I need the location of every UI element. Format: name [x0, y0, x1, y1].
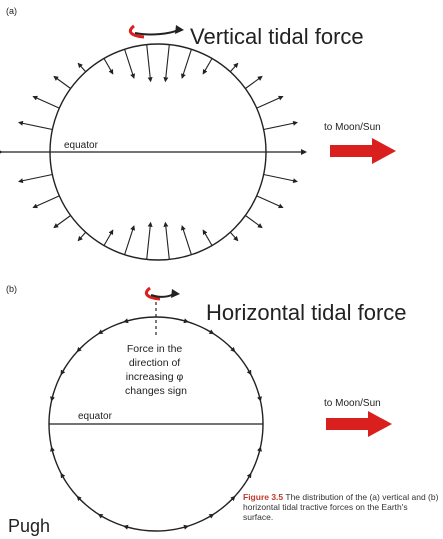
vertical-force-arrow — [103, 229, 114, 246]
horizontal-force-arrow — [205, 328, 215, 335]
vertical-force-arrow — [18, 173, 53, 184]
horizontal-force-arrow — [76, 344, 84, 353]
horizontal-force-arrow — [245, 472, 252, 482]
horizontal-force-arrow — [50, 446, 55, 457]
horizontal-force-arrow — [179, 318, 189, 324]
rotation-arrow-icon — [128, 24, 184, 39]
vertical-force-arrow — [180, 225, 192, 255]
equator-label-b: equator — [78, 411, 113, 422]
vertical-force-arrow — [245, 75, 263, 89]
moon-label-b: to Moon/Sun — [324, 398, 381, 409]
horizontal-force-arrow — [50, 391, 55, 402]
vertical-force-arrow — [256, 195, 284, 209]
vertical-force-arrow — [202, 58, 213, 75]
vertical-force-arrow — [146, 44, 153, 83]
horizontal-force-arrow — [97, 328, 107, 335]
vertical-force-arrow — [53, 75, 71, 89]
vertical-force-arrow — [263, 120, 298, 131]
moon-direction-arrow-b — [326, 411, 392, 437]
note-line: direction of — [129, 357, 180, 369]
horizontal-force-arrow — [228, 344, 236, 353]
panel-b-title: Horizontal tidal force — [206, 300, 407, 325]
horizontal-force-arrow — [257, 446, 262, 457]
vertical-force-arrow — [103, 58, 114, 75]
horizontal-force-arrow — [228, 495, 236, 504]
horizontal-force-arrow — [76, 495, 84, 504]
horizontal-force-arrow — [123, 524, 133, 530]
horizontal-force-arrow — [257, 391, 262, 402]
vertical-force-arrow — [245, 215, 263, 229]
vertical-force-arrow — [229, 231, 239, 242]
panel-a-label: (a) — [6, 6, 17, 16]
equator-label-a: equator — [64, 140, 99, 151]
vertical-force-arrow — [77, 231, 87, 242]
figure-caption: Figure 3.5 The distribution of the (a) v… — [243, 492, 439, 522]
panel-b-label: (b) — [6, 284, 17, 294]
note-line: changes sign — [125, 385, 187, 397]
vertical-force-arrow — [32, 195, 60, 209]
sign-change-note: Force in the direction of increasing φ c… — [125, 343, 187, 397]
horizontal-force-arrow — [205, 513, 215, 520]
vertical-force-arrow — [256, 95, 284, 109]
horizontal-force-arrow — [123, 318, 133, 324]
vertical-force-arrow — [32, 95, 60, 109]
vertical-force-arrow — [163, 221, 170, 260]
vertical-force-arrow — [53, 215, 71, 229]
note-line: increasing φ — [126, 371, 184, 383]
vertical-force-arrow — [77, 62, 87, 73]
vertical-force-arrows — [18, 44, 298, 260]
vertical-force-arrow — [263, 173, 298, 184]
note-line: Force in the — [127, 343, 183, 355]
vertical-force-arrow — [202, 229, 213, 246]
panel-a-title: Vertical tidal force — [190, 24, 364, 49]
rotation-arrow-icon — [144, 286, 180, 301]
horizontal-force-arrow — [60, 366, 67, 376]
vertical-force-arrow — [124, 49, 136, 79]
horizontal-force-arrow — [60, 472, 67, 482]
moon-label-a: to Moon/Sun — [324, 122, 381, 133]
horizontal-force-arrow — [179, 524, 189, 530]
vertical-force-arrow — [180, 49, 192, 79]
vertical-force-arrow — [229, 62, 239, 73]
horizontal-force-arrow — [97, 513, 107, 520]
figure-number: Figure 3.5 — [243, 492, 284, 502]
caption-text: The distribution of the (a) vertical and… — [243, 492, 439, 522]
credit-label: Pugh — [8, 516, 50, 536]
vertical-force-arrow — [163, 44, 170, 83]
vertical-force-arrow — [146, 221, 153, 260]
horizontal-force-arrow — [245, 366, 252, 376]
vertical-force-arrow — [124, 225, 136, 255]
moon-direction-arrow-a — [330, 138, 396, 164]
vertical-force-arrow — [18, 120, 53, 131]
horizontal-force-arrows — [50, 318, 262, 530]
